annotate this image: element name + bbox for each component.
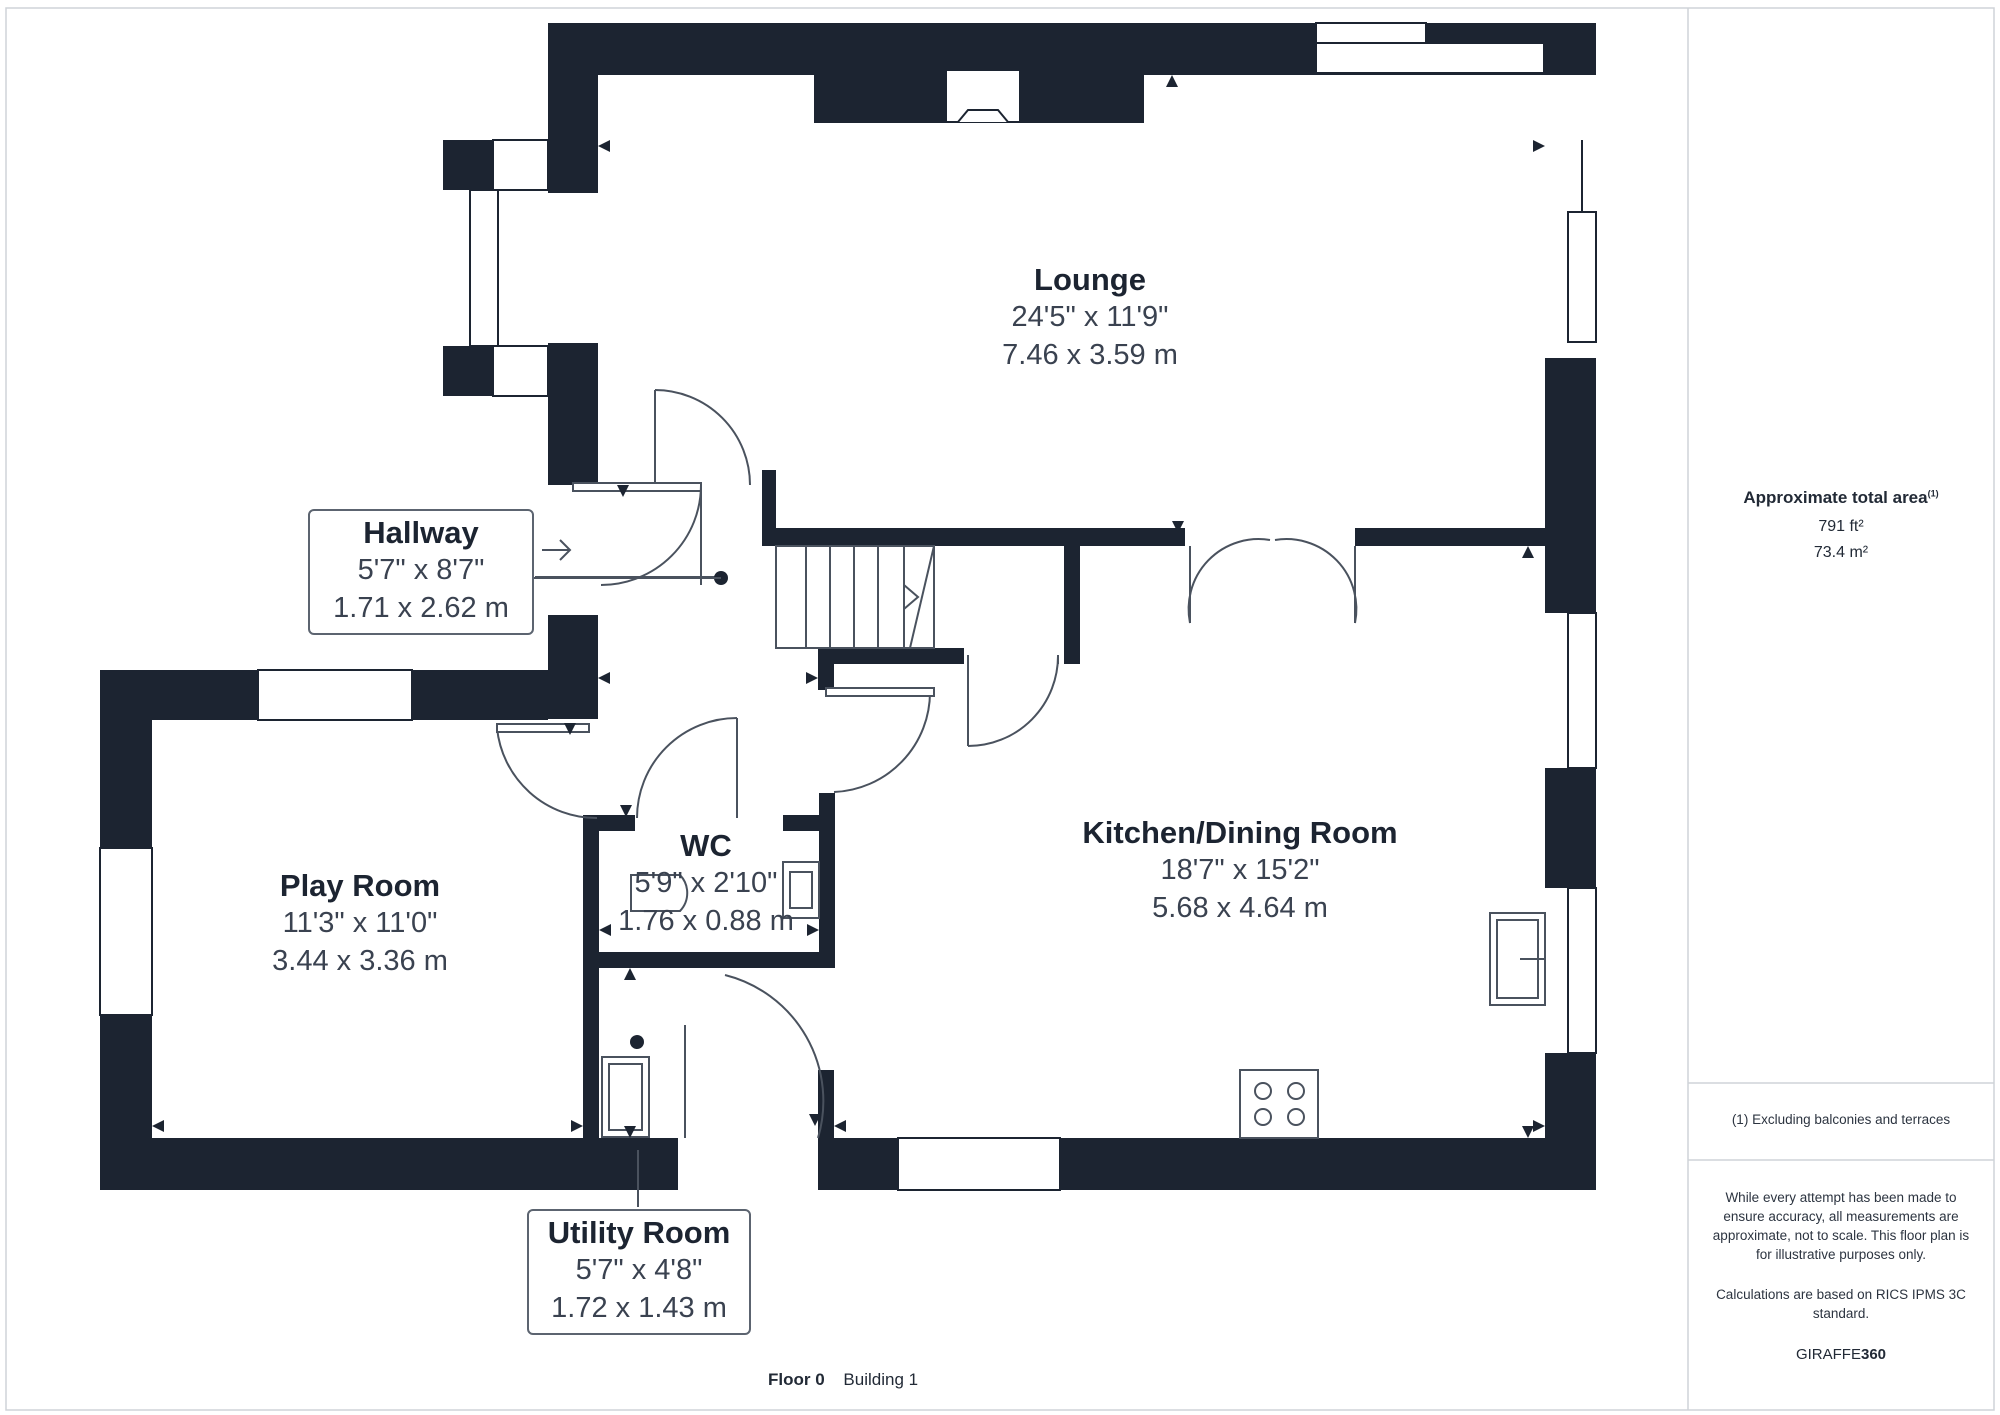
room-dim-metric: 5.68 x 4.64 m (1152, 892, 1328, 924)
walls (100, 23, 1596, 1190)
area-ft: 791 ft² (1818, 518, 1864, 535)
area-title: Approximate total area(1) (1743, 488, 1939, 507)
sink-icon (601, 912, 1546, 1138)
room-dim-imperial: 5'7" x 4'8" (575, 1254, 703, 1286)
area-note-marker: (1) (1927, 488, 1939, 499)
room-lounge: Lounge 24'5" x 11'9" 7.46 x 3.59 m (940, 262, 1240, 374)
stairs-icon (775, 545, 935, 649)
disclaimer: While every attempt has been made to ens… (1712, 1190, 1970, 1262)
room-name: Play Room (279, 868, 441, 903)
room-hallway: Hallway 5'7" x 8'7" 1.71 x 2.62 m (308, 509, 534, 635)
hob-icon (1239, 1069, 1319, 1139)
room-dim-metric: 1.76 x 0.88 m (618, 905, 794, 937)
room-wc: WC 5'9" x 2'10" 1.76 x 0.88 m (606, 828, 806, 940)
room-name: Utility Room (547, 1215, 731, 1250)
brand-logo: GIRAFFE360 (1795, 1346, 1887, 1363)
room-dim-metric: 1.72 x 1.43 m (551, 1292, 727, 1324)
room-dim-imperial: 11'3" x 11'0" (282, 907, 438, 939)
room-name: Hallway (363, 515, 479, 550)
fireplace-icon (945, 69, 1021, 123)
footnote: (1) Excluding balconies and terraces (1731, 1112, 1951, 1127)
boiler-icon (630, 1035, 644, 1049)
room-dim-imperial: 24'5" x 11'9" (1011, 301, 1169, 333)
room-dim-imperial: 18'7" x 15'2" (1160, 854, 1320, 886)
area-m: 73.4 m² (1813, 544, 1869, 561)
arrow-right-icon (542, 539, 572, 561)
room-dim-metric: 3.44 x 3.36 m (272, 945, 448, 977)
room-name: Lounge (1034, 262, 1146, 297)
toilet-icon (630, 874, 689, 912)
page-frame (5, 7, 1995, 1411)
measure-markers (152, 75, 1545, 1138)
room-utility: Utility Room 5'7" x 4'8" 1.72 x 1.43 m (527, 1209, 751, 1335)
room-name: Kitchen/Dining Room (1082, 815, 1398, 850)
building-label: Building 1 (843, 1370, 919, 1389)
floor-footer: Floor 0 Building 1 (768, 1370, 1068, 1390)
doors (496, 389, 1358, 1139)
room-play-room: Play Room 11'3" x 11'0" 3.44 x 3.36 m (210, 868, 510, 980)
room-dim-imperial: 5'7" x 8'7" (357, 554, 485, 586)
room-dim-imperial: 5'9" x 2'10" (634, 867, 778, 899)
floor-label: Floor 0 (768, 1370, 825, 1389)
room-dim-metric: 1.71 x 2.62 m (333, 592, 509, 624)
total-area: Approximate total area(1) 791 ft² 73.4 m… (1700, 488, 1982, 566)
basin-icon (782, 861, 820, 919)
windows (99, 22, 1597, 1191)
calc-note: Calculations are based on RICS IPMS 3C s… (1716, 1287, 1966, 1321)
room-kitchen-dining: Kitchen/Dining Room 18'7" x 15'2" 5.68 x… (1060, 815, 1420, 927)
room-name: WC (680, 828, 732, 863)
room-dim-metric: 7.46 x 3.59 m (1002, 339, 1178, 371)
